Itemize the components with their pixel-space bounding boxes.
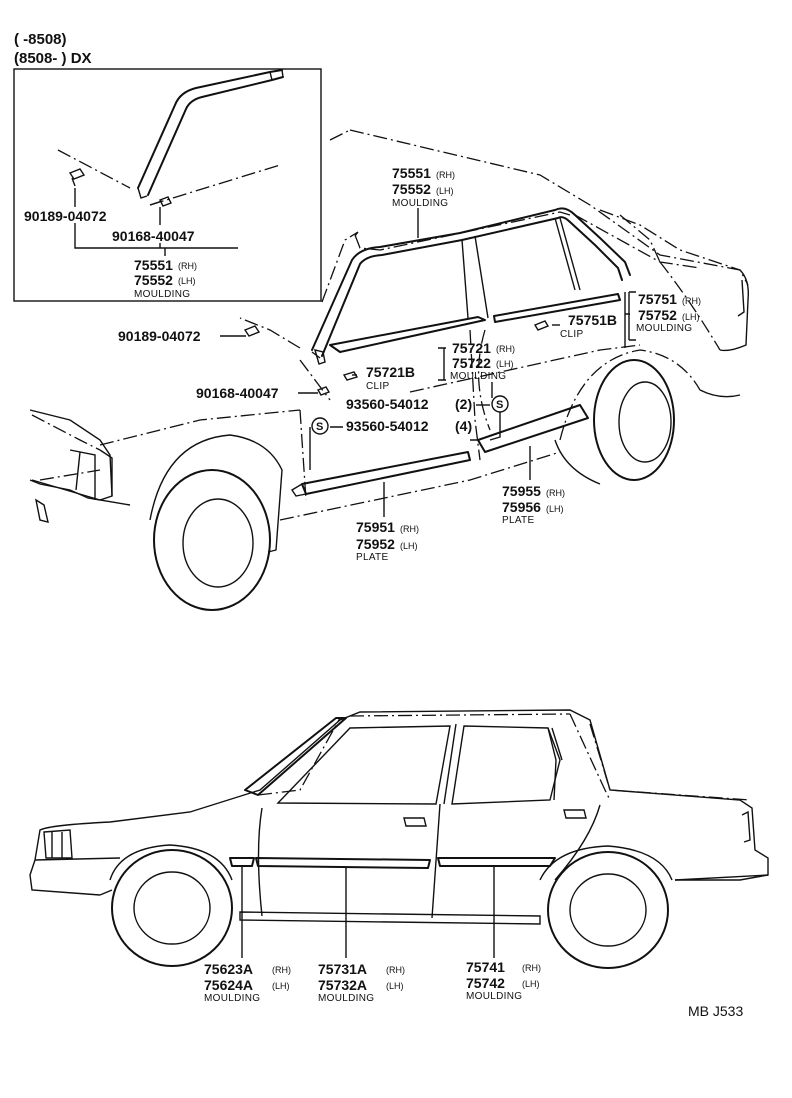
rear-door-moulding-lh: 75742	[466, 975, 505, 991]
screw-93560-a-qty: (2)	[455, 396, 472, 412]
front-door-moulding-rh-side: (RH)	[386, 965, 405, 975]
car-three-quarter-view	[29, 129, 750, 611]
fender-moulding-lh: 75624A	[204, 977, 253, 993]
screw-93560-a: 93560-54012	[346, 396, 429, 412]
fender-moulding-name: MOULDING	[204, 993, 260, 1004]
front-plate-rh-side: (RH)	[400, 524, 419, 534]
leader-lines-top	[220, 208, 636, 517]
rear-door-moulding-rh-side: (RH)	[522, 963, 541, 973]
diagram-code: MB J533	[688, 1003, 743, 1019]
inset-moulding-lh-side: (LH)	[178, 276, 196, 286]
front-plate-lh-side: (LH)	[400, 541, 418, 551]
front-door-moulding-lh-side: (LH)	[386, 981, 404, 991]
rear-clip-part: 75751B	[568, 312, 617, 328]
front-door-moulding-rh: 75731A	[318, 961, 367, 977]
inset-moulding-rh: 75551	[134, 257, 173, 273]
rear-moulding-lh: 75752	[638, 307, 677, 323]
svg-text:S: S	[316, 421, 323, 433]
roof-moulding-lh: 75552	[392, 181, 431, 197]
leader-lines-bottom	[241, 866, 495, 958]
rear-door-moulding-rh: 75741	[466, 959, 505, 975]
s-symbol-rear: S	[491, 395, 509, 413]
screw-93560-b: 93560-54012	[346, 418, 429, 434]
range-line-2: (8508- ) DX	[14, 50, 92, 67]
rear-plate-rh-side: (RH)	[546, 488, 565, 498]
inset-moulding-rh-side: (RH)	[178, 261, 197, 271]
rear-plate-rh: 75955	[502, 483, 541, 499]
front-plate-lh: 75952	[356, 536, 395, 552]
front-moulding-rh-side: (RH)	[496, 344, 515, 354]
screw-90168: 90168-40047	[196, 385, 279, 401]
fender-moulding-rh: 75623A	[204, 961, 253, 977]
front-moulding-rh: 75721	[452, 340, 491, 356]
rear-door-moulding-name: MOULDING	[466, 991, 522, 1002]
rear-plate-lh-side: (LH)	[546, 504, 564, 514]
rear-moulding-rh-side: (RH)	[682, 296, 701, 306]
fender-moulding-rh-side: (RH)	[272, 965, 291, 975]
roof-moulding-lh-side: (LH)	[436, 186, 454, 196]
rear-moulding-name: MOULDING	[636, 323, 692, 334]
inset-detail	[13, 68, 322, 302]
inset-moulding-name: MOULDING	[134, 289, 190, 300]
front-moulding-name: MOULDING	[450, 371, 506, 382]
roof-moulding-rh-side: (RH)	[436, 170, 455, 180]
front-plate-rh: 75951	[356, 519, 395, 535]
rear-clip-name: CLIP	[560, 329, 583, 340]
rear-door-moulding-lh-side: (LH)	[522, 979, 540, 989]
rear-plate-name: PLATE	[502, 515, 534, 526]
roof-moulding-name: MOULDING	[392, 198, 448, 209]
rear-moulding-rh: 75751	[638, 291, 677, 307]
rear-plate-lh: 75956	[502, 499, 541, 515]
clip-90189: 90189-04072	[118, 328, 201, 344]
car-side-view	[29, 709, 769, 969]
roof-moulding-rh: 75551	[392, 165, 431, 181]
inset-screw-part: 90168-40047	[112, 228, 195, 244]
front-door-moulding-lh: 75732A	[318, 977, 367, 993]
screw-93560-b-qty: (4)	[455, 418, 472, 434]
inset-moulding-lh: 75552	[134, 272, 173, 288]
inset-clip-part: 90189-04072	[24, 208, 107, 224]
front-moulding-lh: 75722	[452, 355, 491, 371]
range-line-1: ( -8508)	[14, 31, 67, 48]
front-clip-name: CLIP	[366, 381, 389, 392]
front-clip-part: 75721B	[366, 364, 415, 380]
front-door-moulding-name: MOULDING	[318, 993, 374, 1004]
front-moulding-lh-side: (LH)	[496, 359, 514, 369]
svg-text:S: S	[496, 399, 503, 411]
front-plate-name: PLATE	[356, 552, 388, 563]
rear-moulding-lh-side: (LH)	[682, 312, 700, 322]
fender-moulding-lh-side: (LH)	[272, 981, 290, 991]
s-symbol-front: S	[311, 417, 329, 435]
